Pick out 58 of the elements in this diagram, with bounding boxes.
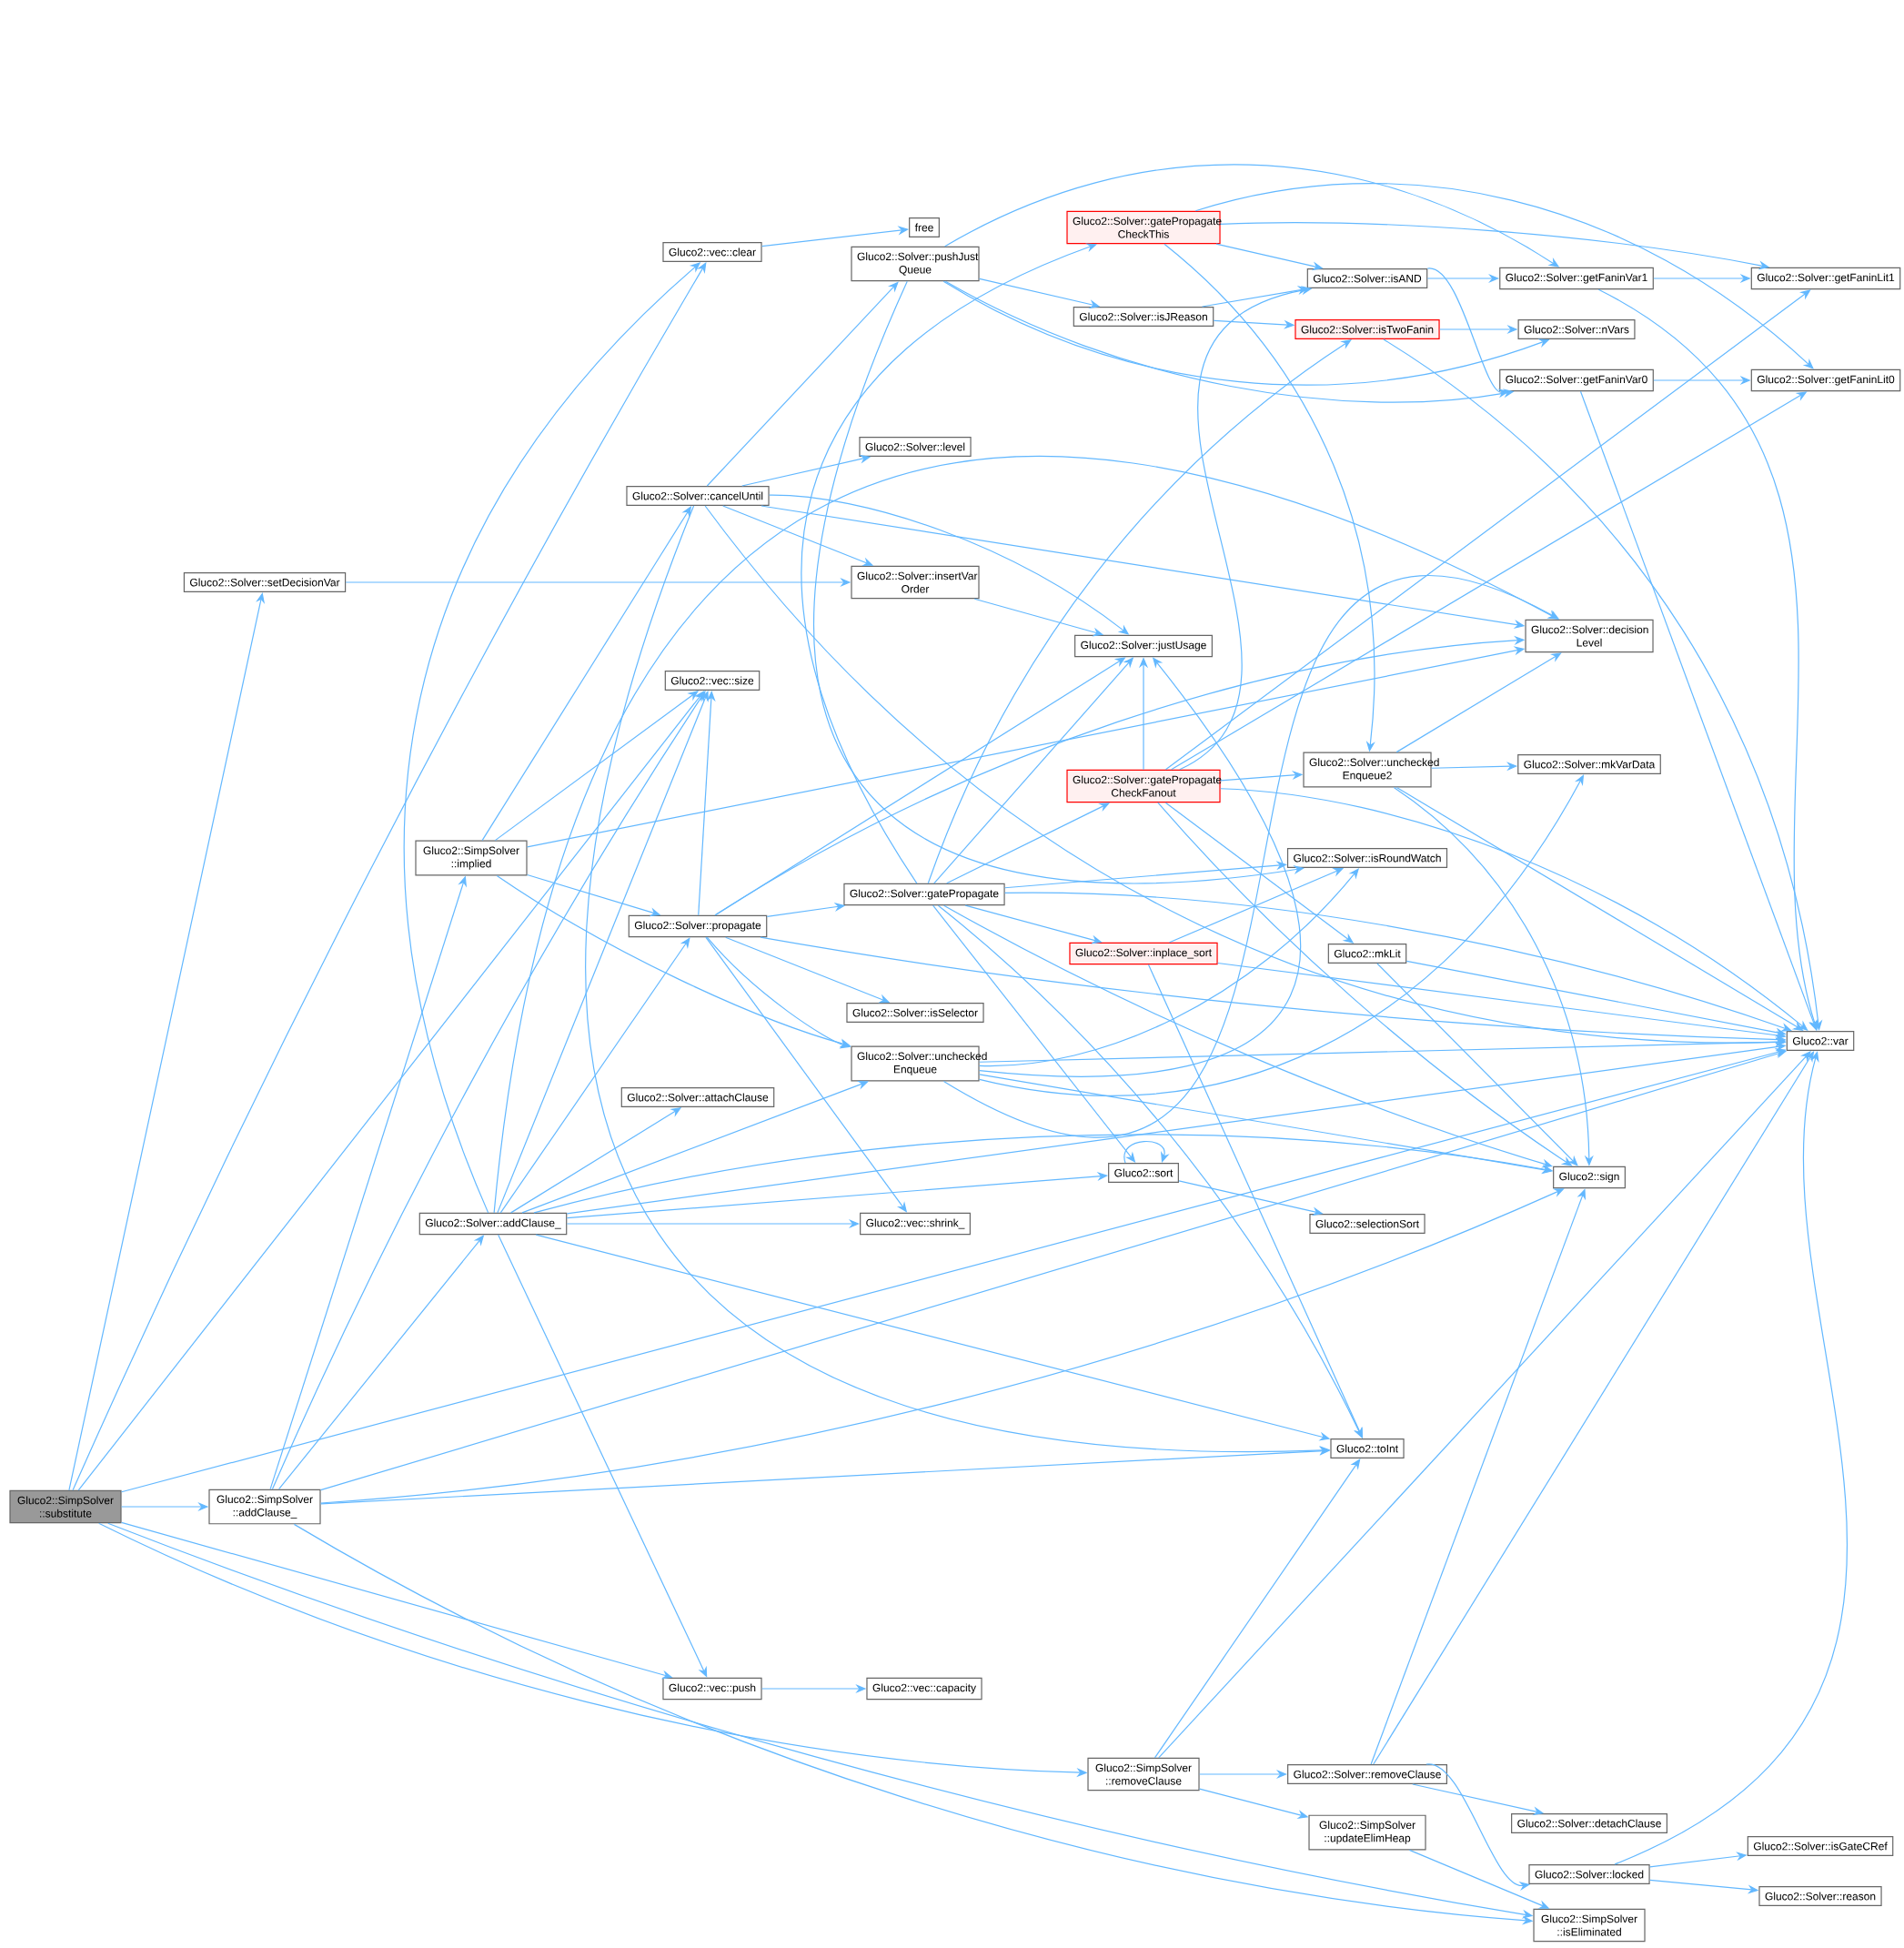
arrow xyxy=(1164,289,1811,771)
arrow xyxy=(706,281,899,487)
function-box: Gluco2::Solver::insertVar Order xyxy=(851,565,980,600)
function-box: Gluco2::var xyxy=(1786,1031,1855,1051)
function-box: Gluco2::Solver::setDecisionVar xyxy=(183,572,347,592)
function-box: Gluco2::vec::shrink_ xyxy=(860,1212,971,1236)
function-box: Gluco2::Solver::mkVarData xyxy=(1517,754,1661,774)
arrow xyxy=(521,1080,869,1214)
function-box: Gluco2::SimpSolver ::updateElimHeap xyxy=(1308,1814,1426,1851)
function-box: Gluco2::Solver::attachClause xyxy=(620,1087,775,1107)
function-box: Gluco2::Solver::getFaninVar0 xyxy=(1499,368,1654,392)
function-box: free xyxy=(909,217,940,237)
function-box: Gluco2::SimpSolver ::isEliminated xyxy=(1533,1908,1646,1943)
function-box: Gluco2::Solver::getFaninLit1 xyxy=(1750,267,1901,290)
function-box: Gluco2::Solver::gatePropagate CheckThis xyxy=(1066,210,1222,245)
function-box: Gluco2::Solver::getFaninLit0 xyxy=(1750,368,1901,392)
function-box: Gluco2::Solver::getFaninVar1 xyxy=(1499,267,1654,290)
function-box: Gluco2::SimpSolver ::implied xyxy=(415,840,528,876)
function-box: Gluco2::Solver::isAND xyxy=(1306,268,1428,288)
function-box: Gluco2::SimpSolver ::removeClause xyxy=(1087,1757,1200,1792)
arrow xyxy=(1614,1051,1848,1865)
function-box: Gluco2::Solver::pushJust Queue xyxy=(851,246,980,282)
arrow xyxy=(1158,1051,1811,1759)
function-box: Gluco2::vec::clear xyxy=(662,242,762,262)
arrow xyxy=(499,937,690,1214)
function-box: Gluco2::SimpSolver ::substitute xyxy=(9,1489,122,1524)
arrow xyxy=(1383,338,1823,1031)
arrow xyxy=(1194,183,1814,369)
function-box: Gluco2::Solver::cancelUntil xyxy=(626,486,770,506)
function-box: Gluco2::Solver::isGateCRef xyxy=(1747,1836,1894,1857)
function-box: Gluco2::vec::size xyxy=(664,671,761,691)
function-box: Gluco2::Solver::nVars xyxy=(1517,319,1636,339)
function-box: Gluco2::Solver::decision Level xyxy=(1525,619,1654,653)
function-box: Gluco2::Solver::reason xyxy=(1758,1886,1882,1907)
function-box: Gluco2::vec::capacity xyxy=(866,1677,982,1701)
function-box: Gluco2::sort xyxy=(1108,1163,1179,1183)
arrow xyxy=(1373,1051,1815,1765)
function-box: Gluco2::Solver::detachClause xyxy=(1511,1813,1667,1834)
arrow xyxy=(1123,1141,1170,1164)
function-box: Gluco2::Solver::level xyxy=(859,437,972,457)
function-box: Gluco2::Solver::propagate xyxy=(628,914,768,938)
function-box: Gluco2::sign xyxy=(1553,1166,1626,1189)
function-box: Gluco2::selectionSort xyxy=(1309,1214,1425,1234)
arrow xyxy=(1153,1458,1361,1759)
arrow xyxy=(77,691,705,1491)
function-box: Gluco2::Solver::locked xyxy=(1528,1864,1650,1885)
function-box: Gluco2::toInt xyxy=(1330,1438,1405,1458)
arrow xyxy=(1579,390,1818,1031)
function-box: Gluco2::Solver::addClause_ xyxy=(418,1212,568,1236)
function-box: Gluco2::Solver::removeClause xyxy=(1287,1764,1447,1785)
function-box: Gluco2::SimpSolver ::addClause_ xyxy=(208,1489,321,1525)
function-box: Gluco2::Solver::isJReason xyxy=(1073,307,1214,327)
function-box: Gluco2::vec::push xyxy=(662,1677,762,1701)
arrow xyxy=(497,691,709,1214)
arrow xyxy=(72,262,707,1491)
arrow xyxy=(271,691,706,1490)
arrow xyxy=(1597,288,1818,1031)
function-box: Gluco2::Solver::isTwoFanin xyxy=(1295,319,1440,339)
